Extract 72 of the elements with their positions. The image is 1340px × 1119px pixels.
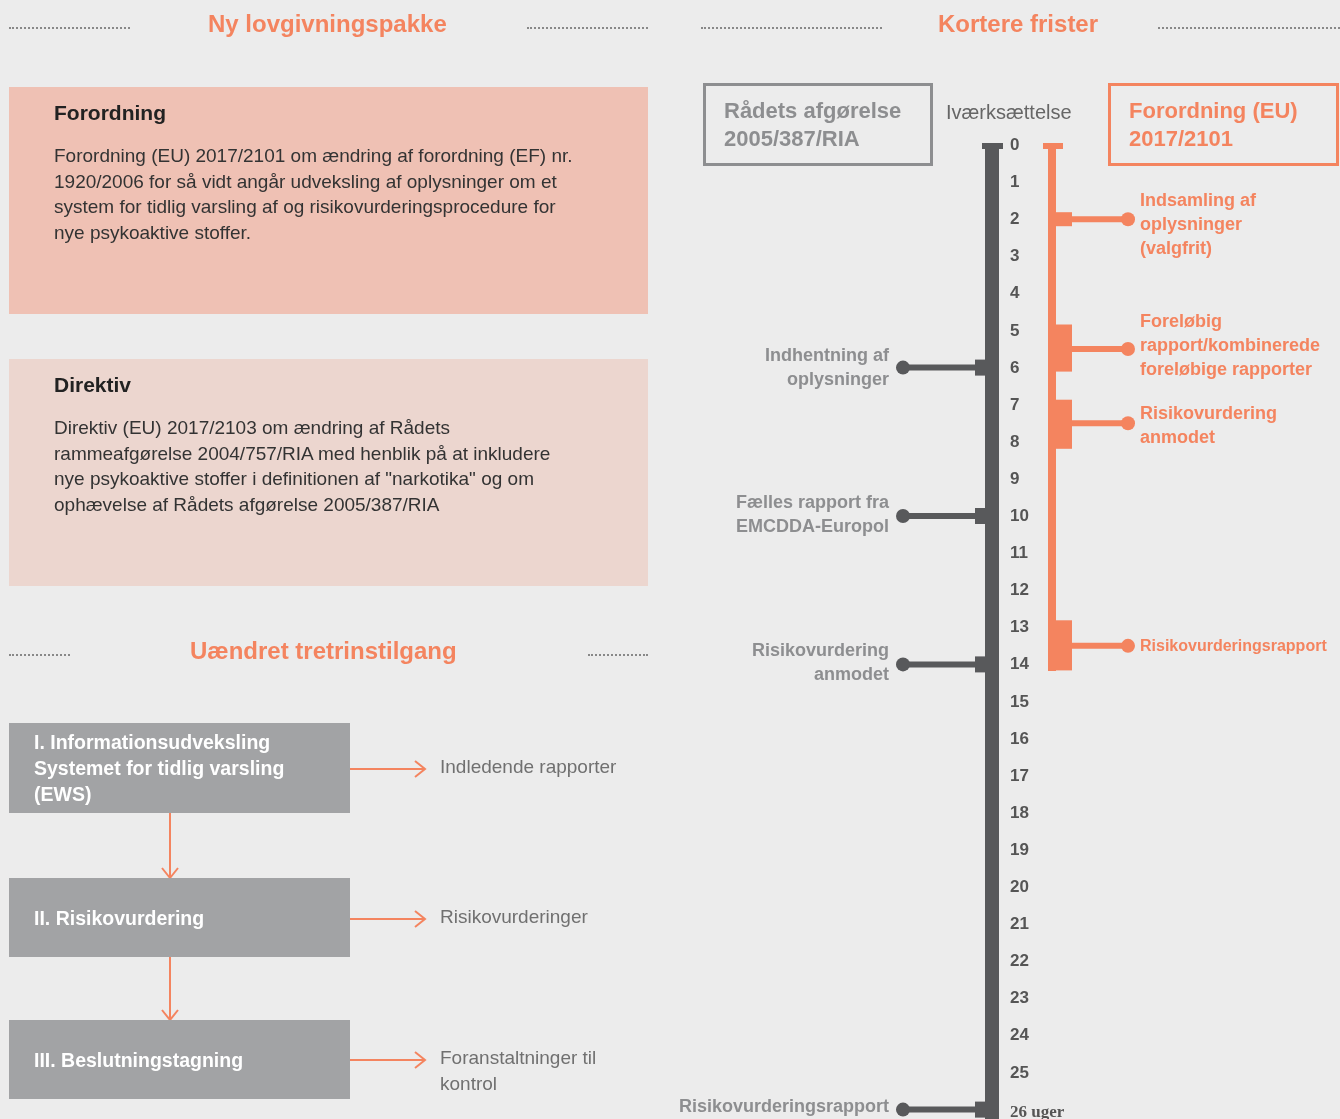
arrow — [349, 910, 426, 928]
connector-line — [1072, 416, 1135, 431]
milestone-label: Risikovurderingsrapport — [640, 1094, 903, 1119]
process-label: I. Informationsudveksling Systemet for tidlig varsling (EWS) — [34, 730, 286, 807]
connector-line — [1072, 212, 1135, 227]
week-number: 25 — [1010, 1061, 1030, 1084]
process-box — [9, 723, 350, 813]
week-number: 3 — [1010, 245, 1021, 268]
box-title: Rådets afgørelse 2005/387/RIA — [724, 96, 903, 153]
connector-line — [896, 1102, 975, 1117]
week-number: 13 — [1010, 616, 1030, 639]
arrow — [349, 760, 426, 778]
week-number: 15 — [1010, 690, 1030, 713]
outcome-label: Indledende rapporter — [425, 754, 655, 784]
section-heading: Ny lovgivningspakke — [208, 10, 448, 39]
week-number: 17 — [1010, 764, 1030, 787]
card-text: Direktiv (EU) 2017/2103 om ændring af Rådets rammeafgørelse 2004/757/RIA med henblik på at inkludere nye psykoaktive stoffer i definitionen af "narkotika" og om ophævelse af Rådets afgørelse 2005/387/RIA — [54, 416, 552, 517]
process-label: II. Risikovurdering — [34, 905, 206, 931]
info-card — [9, 359, 648, 586]
week-number: 9 — [1010, 467, 1021, 490]
week-number: 4 — [1010, 282, 1021, 305]
week-number: 7 — [1010, 393, 1021, 416]
connector-line — [896, 360, 975, 375]
week-number: 19 — [1010, 838, 1030, 861]
section-heading: Uændret tretrinstilgang — [190, 637, 458, 666]
timeline-bar — [975, 141, 1003, 1119]
header-box — [1108, 83, 1339, 166]
week-number: 16 — [1010, 727, 1030, 750]
outcome-label: Risikovurderinger — [425, 904, 625, 934]
milestone-label: Indhentning af oplysninger — [730, 343, 903, 393]
section-heading: Kortere frister — [938, 10, 1100, 39]
connector-line — [896, 657, 975, 672]
week-number: 8 — [1010, 430, 1021, 453]
info-card — [9, 87, 648, 314]
week-number: 12 — [1010, 579, 1030, 602]
week-number: 6 — [1010, 356, 1021, 379]
connector-line — [896, 509, 975, 523]
process-box — [9, 878, 350, 957]
week-number: 23 — [1010, 987, 1030, 1010]
milestone-label: Indsamling af oplysninger (valgfrit) — [1128, 188, 1318, 264]
process-box — [9, 1020, 350, 1099]
week-number: 24 — [1010, 1024, 1030, 1047]
week-number: 21 — [1010, 913, 1030, 936]
week-number: 1 — [1010, 171, 1021, 194]
week-number: 14 — [1010, 653, 1030, 676]
week-number: 2 — [1010, 208, 1021, 231]
milestone-label: Foreløbig rapport/kombinerede foreløbige rapporter — [1128, 309, 1340, 385]
milestone-label: Risikovurdering anmodet — [1128, 401, 1318, 453]
week-number: 0 — [1010, 134, 1021, 156]
timeline-bar — [1043, 141, 1072, 671]
outcome-label: Foranstaltninger til kontrol — [425, 1045, 625, 1101]
axis-title: Iværksættelse — [946, 101, 1073, 125]
milestone-label: Fælles rapport fra EMCDDA-Europol — [690, 490, 903, 542]
week-number: 11 — [1010, 542, 1029, 565]
process-label: III. Beslutningstagning — [34, 1047, 245, 1073]
week-number: 5 — [1010, 319, 1021, 342]
connector-line — [1072, 638, 1135, 653]
card-heading: Forordning — [54, 101, 166, 125]
header-box — [703, 83, 933, 166]
card-heading: Direktiv — [54, 373, 132, 397]
connector-line — [1072, 342, 1135, 357]
week-number: 18 — [1010, 801, 1030, 824]
box-title: Forordning (EU) 2017/2101 — [1129, 96, 1299, 153]
arrow — [349, 1051, 426, 1069]
arrow — [161, 812, 179, 879]
card-text: Forordning (EU) 2017/2101 om ændring af forordning (EF) nr. 1920/2006 for så vidt angår udveksling af oplysninger om et system for tidlig varsling af og risikovurderingsprocedure for nye psykoaktive stoffer. — [54, 144, 574, 245]
week-number: 22 — [1010, 950, 1030, 973]
week-number: 20 — [1010, 876, 1030, 898]
arrow — [161, 956, 179, 1021]
week-number: 10 — [1010, 505, 1030, 527]
milestone-label: Risikovurdering anmodet — [720, 638, 903, 690]
milestone-label: Risikovurderingsrapport — [1128, 634, 1340, 660]
